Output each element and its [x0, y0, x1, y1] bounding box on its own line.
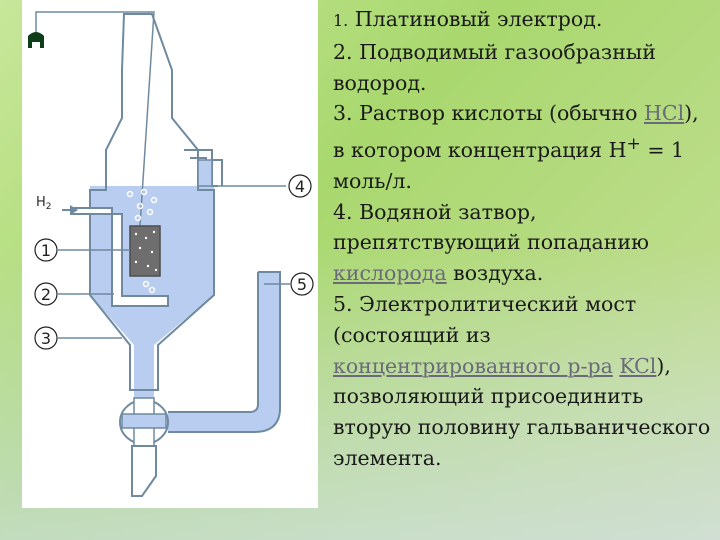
salt-bridge — [168, 271, 281, 433]
marker-1: 1 — [34, 238, 58, 262]
kcl-link[interactable]: KCl — [619, 353, 657, 378]
legend-item-2: 2. Подводимый газообразный водород. — [333, 39, 656, 95]
plug-icon — [28, 32, 44, 48]
electrode-pores — [134, 230, 158, 272]
hydrogen-electrode-diagram: H2 1 2 3 4 5 — [28, 11, 314, 497]
svg-text:4: 4 — [295, 177, 305, 196]
concentrated-solution-link[interactable]: концентрированного р-ра — [333, 353, 613, 378]
legend-item-3: 3. Раствор кислоты (обычно HCl), в котор… — [333, 101, 699, 193]
platinum-electrode — [129, 225, 161, 277]
legend-item-5: 5. Электролитический мост (состоящий из … — [333, 292, 711, 470]
oxygen-link[interactable]: кислорода — [333, 261, 447, 286]
svg-text:1: 1 — [41, 241, 51, 260]
marker-3: 3 — [34, 326, 58, 350]
hydrogen-bubbles — [126, 188, 158, 294]
legend-item-4: 4. Водяной затвор, препятствующий попада… — [333, 199, 649, 286]
svg-text:5: 5 — [297, 275, 307, 294]
hydrogen-inlet-tube — [70, 207, 169, 307]
salt-bridge-fill — [168, 272, 280, 432]
legend-item-1: 1. Платиновый электрод. — [333, 7, 603, 31]
legend-text: 1. Платиновый электрод. 2. Подводимый га… — [333, 4, 715, 474]
marker-2: 2 — [34, 282, 58, 306]
hcl-link[interactable]: HCl — [644, 101, 685, 126]
drain-tip — [131, 445, 157, 497]
svg-text:2: 2 — [41, 285, 51, 304]
marker-4: 4 — [288, 174, 312, 198]
vessel-outline — [89, 13, 215, 391]
arrow-icon — [70, 205, 78, 215]
marker-5: 5 — [290, 272, 314, 296]
svg-text:3: 3 — [41, 329, 51, 348]
electrode-wire — [35, 11, 155, 227]
h2-label: H2 — [36, 195, 52, 212]
